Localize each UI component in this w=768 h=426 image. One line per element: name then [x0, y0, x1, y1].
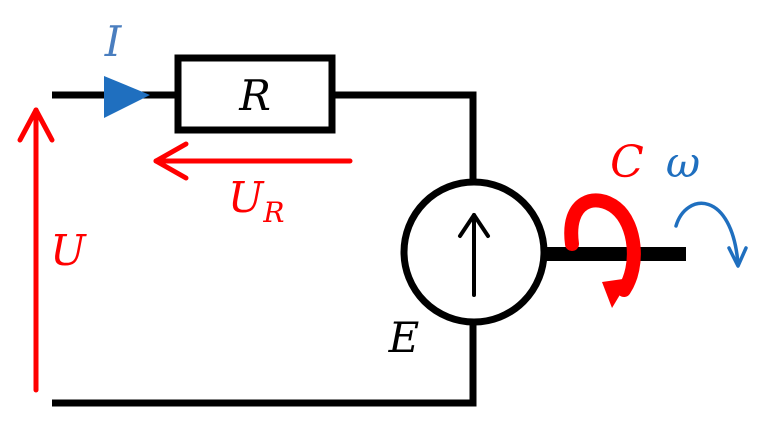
resistor — [174, 54, 336, 134]
wire-bottom — [52, 323, 477, 407]
torque-label: C — [610, 137, 644, 188]
resistor-label: R — [238, 71, 271, 120]
current-label: I — [104, 17, 123, 66]
current-arrow-icon — [104, 76, 150, 118]
supply-voltage-arrow-icon — [17, 107, 55, 393]
angular-velocity-label: ω — [666, 138, 700, 187]
torque-arrow-icon — [564, 193, 641, 308]
rotation-arrow-icon — [674, 201, 748, 268]
source-arrow-icon — [458, 213, 490, 297]
resistor-voltage-main: U — [228, 173, 265, 222]
resistor-voltage-label: UR — [228, 173, 285, 229]
emf-label: E — [388, 313, 420, 362]
resistor-voltage-arrow-icon — [153, 141, 353, 181]
resistor-voltage-subscript: R — [262, 196, 284, 229]
wire-top-right — [332, 91, 477, 183]
supply-voltage-label: U — [50, 226, 87, 275]
